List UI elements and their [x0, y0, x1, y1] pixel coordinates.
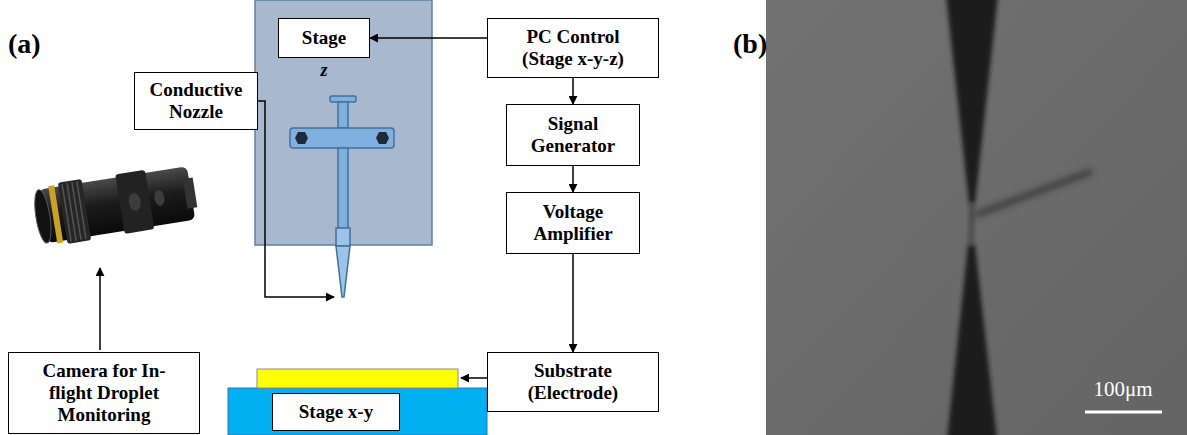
camera-box: Camera for In-flight Droplet Monitoring	[8, 352, 200, 434]
box-text: Conductive Nozzle	[143, 79, 249, 123]
clamp-bolt	[295, 132, 389, 144]
generator-box: Signal Generator	[506, 104, 640, 166]
stage-xy-base	[228, 388, 487, 435]
box-text: Substrate (Electrode)	[508, 360, 638, 404]
amplifier-box: Voltage Amplifier	[506, 192, 640, 254]
connector-arrow	[572, 166, 574, 192]
connector-arrow	[572, 254, 574, 352]
scale-label: 100μm	[1093, 377, 1152, 402]
stage-z-panel	[255, 0, 432, 245]
nozzle-leader	[258, 101, 334, 297]
panel-label: (b)	[733, 28, 767, 60]
camera-leader	[99, 268, 101, 350]
substrate-plate	[257, 369, 458, 388]
box-text: Stage	[302, 27, 346, 49]
nozzle-holder	[290, 96, 394, 297]
stage-box: Stage	[278, 18, 370, 58]
control-box: PC Control (Stage x-y-z)	[487, 18, 659, 78]
box-text: PC Control (Stage x-y-z)	[508, 26, 638, 70]
substrate-leader	[461, 377, 487, 379]
box-text: Camera for In-flight Droplet Monitoring	[27, 360, 182, 426]
camera-icon	[31, 162, 200, 248]
panel-label: (a)	[8, 28, 41, 60]
box-text: Signal Generator	[518, 113, 628, 157]
micrograph	[766, 0, 1187, 435]
box-text: Stage x-y	[299, 401, 373, 423]
stage-xy-box: Stage x-y	[272, 393, 400, 431]
connector-arrow	[572, 78, 574, 104]
nozzle-box: Conductive Nozzle	[134, 72, 258, 130]
box-text: Voltage Amplifier	[518, 201, 628, 245]
substrate-box: Substrate (Electrode)	[487, 352, 659, 412]
connector-arrow	[370, 37, 487, 39]
axis-label: z	[320, 60, 327, 81]
scale-bar	[1085, 411, 1162, 414]
